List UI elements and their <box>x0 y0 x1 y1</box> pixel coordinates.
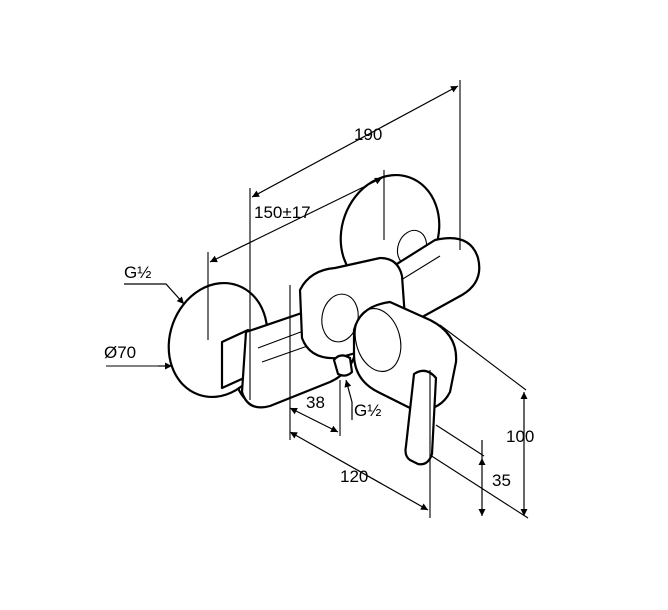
dim-line-38 <box>289 407 339 433</box>
outlet-nozzle <box>332 354 354 377</box>
label-100: 100 <box>506 427 534 446</box>
label-120: 120 <box>340 467 368 486</box>
dim-line-120 <box>289 431 429 511</box>
label-150: 150±17 <box>254 203 311 222</box>
label-35: 35 <box>492 471 511 490</box>
dimension-labels: 190 150±17 G½ Ø70 38 G½ 120 100 35 <box>104 125 534 490</box>
cartridge-cylinder <box>352 300 458 412</box>
label-diameter-70: Ø70 <box>104 343 136 362</box>
dimension-lines <box>124 85 528 516</box>
label-190: 190 <box>354 125 382 144</box>
dim-line-150 <box>209 177 383 263</box>
label-inlet-thread: G½ <box>124 263 151 282</box>
leader-outlet-thread <box>344 379 353 403</box>
extension-lines <box>106 80 529 519</box>
label-outlet-thread: G½ <box>354 401 381 420</box>
leader-inlet-thread <box>124 283 185 305</box>
label-38: 38 <box>306 393 325 412</box>
